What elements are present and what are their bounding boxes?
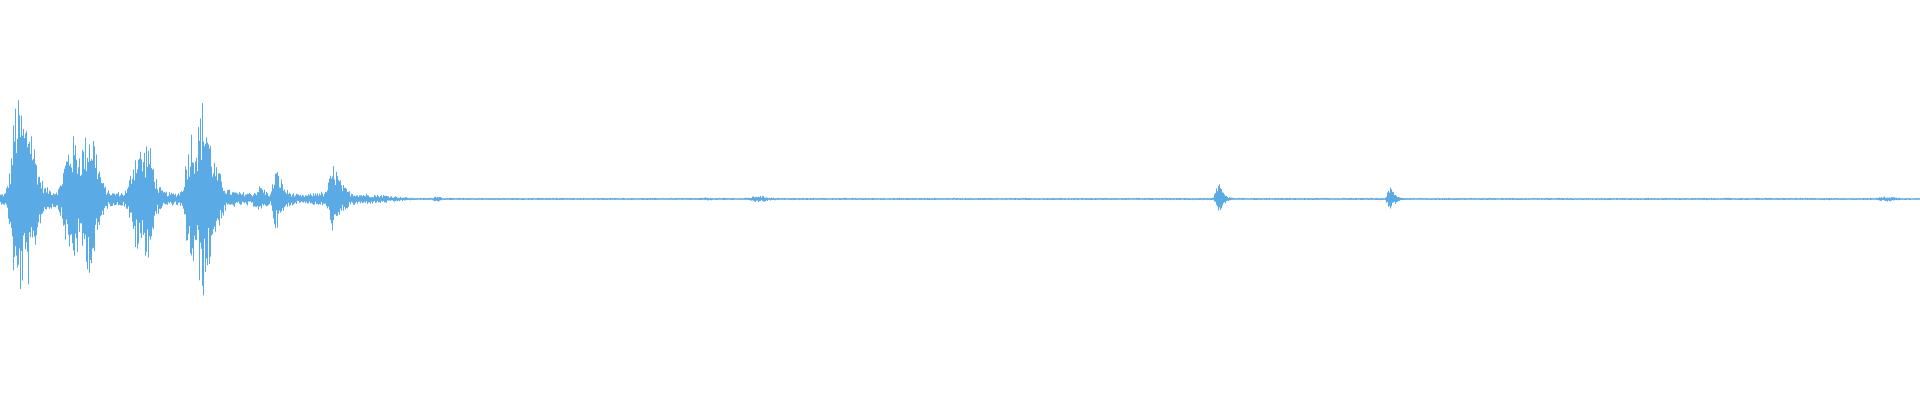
waveform-bars — [0, 100, 1920, 296]
waveform-signal — [0, 100, 1920, 296]
